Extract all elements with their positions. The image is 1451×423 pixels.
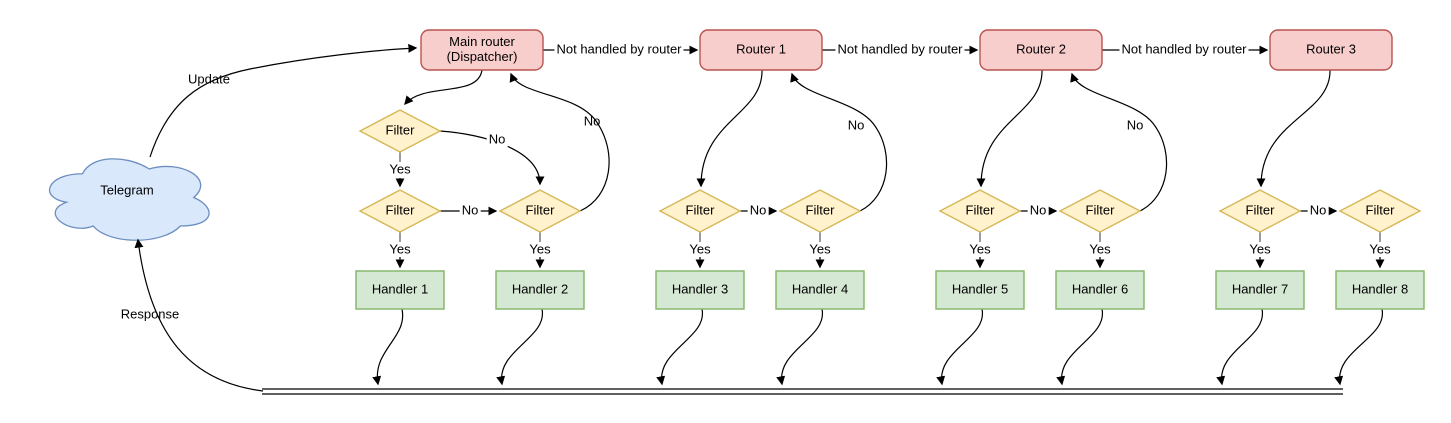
filter-diamond-1 bbox=[358, 189, 442, 233]
handler-node-8 bbox=[1335, 270, 1425, 310]
filter-label-5: Filter bbox=[965, 202, 995, 218]
edge-no-loop-router2 bbox=[1070, 72, 1168, 212]
filter-label-8: Filter bbox=[1365, 202, 1395, 218]
router-label-2: Router 2 bbox=[1016, 41, 1066, 57]
edge-handler1-to-bus bbox=[372, 308, 404, 386]
handler-label-7: Handler 7 bbox=[1231, 281, 1289, 297]
filter-diamond-4 bbox=[778, 189, 862, 233]
filter-label-top: Filter bbox=[385, 122, 415, 138]
dispatcher-label: Main router (Dispatcher) bbox=[446, 34, 518, 65]
response-label: Response bbox=[120, 306, 180, 322]
no-label-loop-router2: No bbox=[1126, 117, 1144, 133]
filter-diamond-8 bbox=[1338, 189, 1422, 233]
filter-label-6: Filter bbox=[1085, 202, 1115, 218]
no-label-pair-1: No bbox=[747, 202, 769, 219]
filter-label-2: Filter bbox=[525, 202, 555, 218]
edge-handler7-to-bus bbox=[1216, 308, 1263, 386]
dispatcher-label-line1: Main router bbox=[449, 34, 515, 50]
no-label-pair-2: No bbox=[1027, 202, 1049, 219]
handler-node-6 bbox=[1055, 270, 1145, 310]
router-label-3: Router 3 bbox=[1306, 41, 1356, 57]
dispatcher-label-line2: (Dispatcher) bbox=[446, 49, 518, 64]
not-handled-label-2: Not handled by router bbox=[835, 41, 965, 58]
yes-label-5: Yes bbox=[969, 241, 991, 257]
edge-handler3-to-bus bbox=[656, 308, 703, 386]
edge-router2-to-filter bbox=[976, 69, 1043, 188]
filter-diamond-7 bbox=[1218, 189, 1302, 233]
handler-node-7 bbox=[1215, 270, 1305, 310]
router-node-2 bbox=[979, 29, 1103, 71]
filter-diamond-5 bbox=[938, 189, 1022, 233]
router-label-1: Router 1 bbox=[736, 41, 786, 57]
no-label-loop-router1: No bbox=[847, 117, 865, 133]
handler-label-4: Handler 4 bbox=[791, 281, 849, 297]
filter-diamond-3 bbox=[658, 189, 742, 233]
filter-diamond-top bbox=[358, 109, 442, 153]
handler-label-8: Handler 8 bbox=[1351, 281, 1409, 297]
handler-label-3: Handler 3 bbox=[671, 281, 729, 297]
handler-label-2: Handler 2 bbox=[511, 281, 569, 297]
handler-node-4 bbox=[775, 270, 865, 310]
edge-handler6-to-bus bbox=[1056, 308, 1103, 386]
update-label: Update bbox=[188, 71, 230, 87]
no-label-loop-dispatcher: No bbox=[583, 113, 601, 129]
yes-label-1: Yes bbox=[389, 241, 411, 257]
filter-label-4: Filter bbox=[805, 202, 835, 218]
yes-label-8: Yes bbox=[1369, 241, 1391, 257]
no-label-pair-3: No bbox=[1307, 202, 1329, 219]
edge-no-loop-router1 bbox=[790, 72, 888, 212]
filter-label-7: Filter bbox=[1245, 202, 1275, 218]
no-label-filter0: No bbox=[486, 131, 508, 148]
filter-diamond-2 bbox=[498, 189, 582, 233]
edge-update bbox=[149, 43, 418, 158]
telegram-cloud bbox=[48, 158, 210, 241]
handler-node-2 bbox=[495, 270, 585, 310]
edge-router1-to-filter bbox=[696, 69, 763, 188]
filter-diamond-6 bbox=[1058, 189, 1142, 233]
edge-dispatcher-to-filter bbox=[404, 69, 483, 106]
filter-label-1: Filter bbox=[385, 202, 415, 218]
edge-handler4-to-bus bbox=[776, 308, 823, 386]
handler-node-5 bbox=[935, 270, 1025, 310]
yes-label-2: Yes bbox=[529, 241, 551, 257]
edge-handler5-to-bus bbox=[936, 308, 983, 386]
yes-label-top: Yes bbox=[389, 161, 411, 177]
not-handled-label-3: Not handled by router bbox=[1119, 41, 1249, 58]
router-node-3 bbox=[1269, 29, 1393, 71]
yes-label-7: Yes bbox=[1249, 241, 1271, 257]
edge-router3-to-filter bbox=[1256, 69, 1331, 188]
edge-no-loop-dispatcher bbox=[509, 72, 610, 212]
edge-handler8-to-bus bbox=[1334, 308, 1383, 386]
edge-response bbox=[134, 238, 264, 392]
yes-label-4: Yes bbox=[809, 241, 831, 257]
dispatcher-node bbox=[420, 29, 544, 71]
handler-label-6: Handler 6 bbox=[1071, 281, 1129, 297]
router-node-1 bbox=[699, 29, 823, 71]
handler-label-5: Handler 5 bbox=[951, 281, 1009, 297]
handler-label-1: Handler 1 bbox=[371, 281, 429, 297]
edge-handler2-to-bus bbox=[496, 308, 543, 386]
telegram-label: Telegram bbox=[100, 182, 154, 198]
no-label-pair-0: No bbox=[459, 202, 481, 219]
handler-node-1 bbox=[355, 270, 445, 310]
edge-yes-stubs bbox=[399, 232, 1381, 242]
handler-node-3 bbox=[655, 270, 745, 310]
not-handled-label-1: Not handled by router bbox=[554, 41, 684, 58]
filter-label-3: Filter bbox=[685, 202, 715, 218]
response-bus-line bbox=[262, 388, 1343, 395]
yes-label-3: Yes bbox=[689, 241, 711, 257]
yes-label-6: Yes bbox=[1089, 241, 1111, 257]
